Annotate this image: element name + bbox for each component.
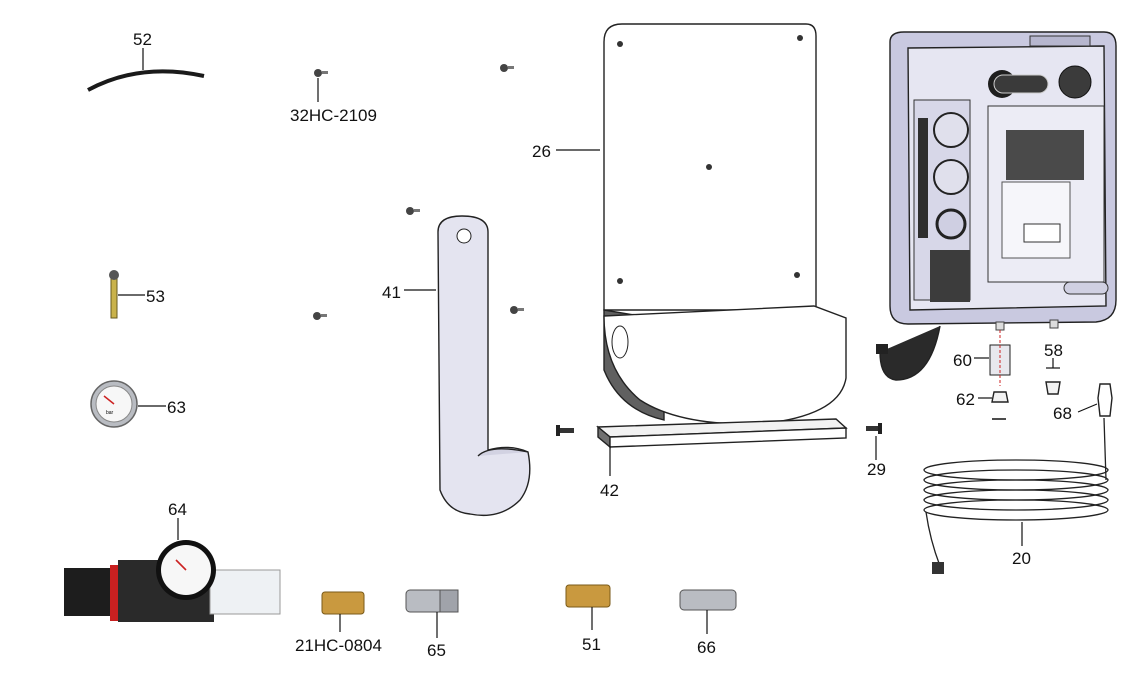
gauge-face-text: bar xyxy=(106,410,114,416)
part-51-fitting: 51 xyxy=(565,584,611,654)
label-20: 20 xyxy=(1012,549,1031,568)
part-60-connector: 60 xyxy=(953,330,1011,386)
screw xyxy=(556,425,574,436)
screw xyxy=(313,312,327,320)
label-58: 58 xyxy=(1044,341,1063,360)
screw xyxy=(406,207,420,215)
label-68: 68 xyxy=(1053,404,1072,423)
screw xyxy=(500,64,514,72)
part-41-hook-bracket: 41 xyxy=(382,215,531,517)
part-52-hose: 52 xyxy=(87,30,205,92)
label-63: 63 xyxy=(167,398,186,417)
main-control-unit xyxy=(876,31,1117,381)
label-21hc-0804: 21HC-0804 xyxy=(295,636,382,655)
label-52: 52 xyxy=(133,30,152,49)
part-21hc-0804-fitting: 21HC-0804 xyxy=(295,591,382,655)
loose-screws xyxy=(313,64,524,320)
part-42-mounting-bar: 42 xyxy=(596,418,848,500)
part-29-screws: 29 xyxy=(556,423,886,479)
label-60: 60 xyxy=(953,351,972,370)
label-29: 29 xyxy=(867,460,886,479)
screw xyxy=(866,423,882,434)
part-32hc-2109-screw: 32HC-2109 xyxy=(290,69,377,125)
label-53: 53 xyxy=(146,287,165,306)
label-41: 41 xyxy=(382,283,401,302)
part-66-fitting: 66 xyxy=(679,589,737,657)
label-26: 26 xyxy=(532,142,551,161)
part-26-wall-plate: 26 xyxy=(532,23,847,425)
part-68-20-coiled-hose: 68 20 xyxy=(923,383,1113,574)
label-65: 65 xyxy=(427,641,446,660)
label-66: 66 xyxy=(697,638,716,657)
part-53-anchor-bolt: 53 xyxy=(109,270,165,319)
label-32hc-2109: 32HC-2109 xyxy=(290,106,377,125)
part-62-seal: 62 xyxy=(956,390,1009,420)
label-62: 62 xyxy=(956,390,975,409)
screw xyxy=(510,306,524,314)
label-64: 64 xyxy=(168,500,187,519)
part-65-fitting: 65 xyxy=(405,589,459,660)
part-63-pressure-gauge: bar 63 xyxy=(90,380,186,428)
label-51: 51 xyxy=(582,635,601,654)
label-42: 42 xyxy=(600,481,619,500)
part-64-filter-regulator: 64 xyxy=(64,500,281,622)
part-58-ring: 58 xyxy=(1044,341,1063,395)
